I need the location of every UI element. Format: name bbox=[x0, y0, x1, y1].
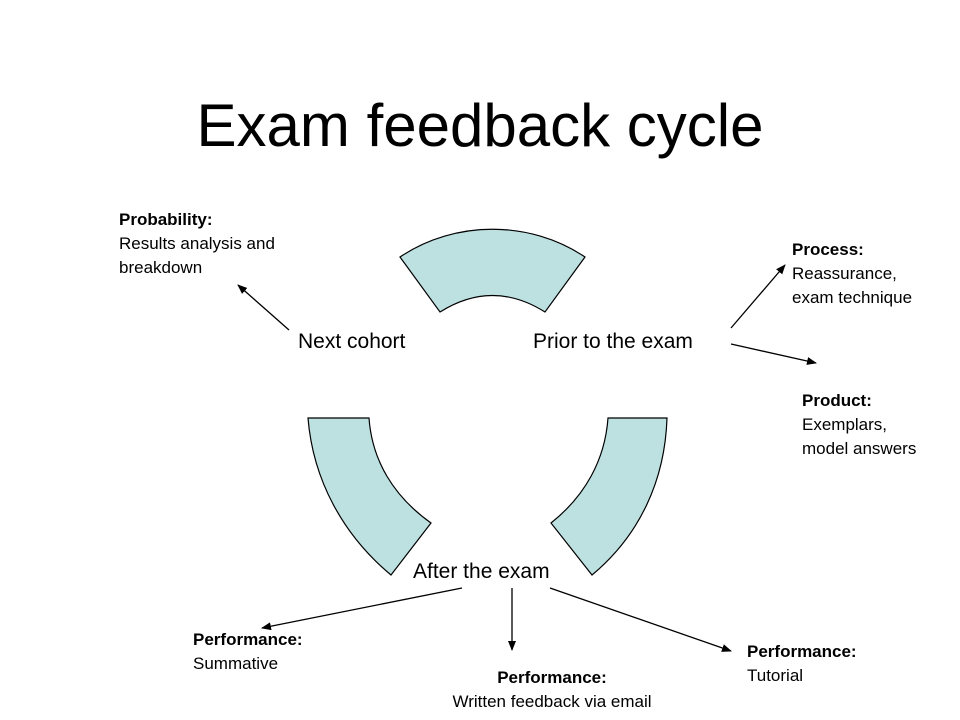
note-probability-heading: Probability: bbox=[119, 210, 213, 229]
note-tutorial: Performance: Tutorial bbox=[747, 640, 857, 688]
node-next-cohort: Next cohort bbox=[298, 330, 406, 353]
arrow-to-product bbox=[730, 343, 817, 365]
note-written-line: Written feedback via email bbox=[452, 692, 652, 711]
cycle-segment-left bbox=[307, 417, 432, 576]
note-probability: Probability: Results analysis and breakd… bbox=[119, 208, 275, 280]
cycle-segment-top bbox=[399, 228, 586, 313]
note-process: Process: Reassurance, exam technique bbox=[792, 238, 912, 310]
cycle-segment-right bbox=[550, 417, 668, 576]
arrow-to-process bbox=[730, 264, 786, 329]
note-probability-line: Results analysis and bbox=[119, 234, 275, 253]
node-after-exam: After the exam bbox=[413, 560, 550, 583]
note-product-line: model answers bbox=[802, 439, 917, 458]
note-written: Performance: Written feedback via email bbox=[412, 666, 692, 714]
arrow-to-summative bbox=[261, 587, 463, 631]
note-written-heading: Performance: bbox=[497, 668, 607, 687]
node-prior-to-exam: Prior to the exam bbox=[533, 330, 693, 353]
note-process-line: exam technique bbox=[792, 288, 913, 307]
note-tutorial-line: Tutorial bbox=[747, 666, 804, 685]
note-summative-heading: Performance: bbox=[193, 630, 303, 649]
note-product: Product: Exemplars, model answers bbox=[802, 389, 916, 461]
note-probability-line: breakdown bbox=[119, 258, 203, 277]
arrow-to-probability bbox=[237, 284, 290, 331]
note-product-heading: Product: bbox=[802, 391, 872, 410]
note-product-line: Exemplars, bbox=[802, 415, 888, 434]
note-summative-line: Summative bbox=[193, 654, 279, 673]
note-process-heading: Process: bbox=[792, 240, 864, 259]
note-summative: Performance: Summative bbox=[193, 628, 303, 676]
slide-title: Exam feedback cycle bbox=[196, 92, 764, 159]
note-tutorial-heading: Performance: bbox=[747, 642, 857, 661]
note-process-line: Reassurance, bbox=[792, 264, 897, 283]
arrow-to-tutorial bbox=[549, 587, 732, 652]
